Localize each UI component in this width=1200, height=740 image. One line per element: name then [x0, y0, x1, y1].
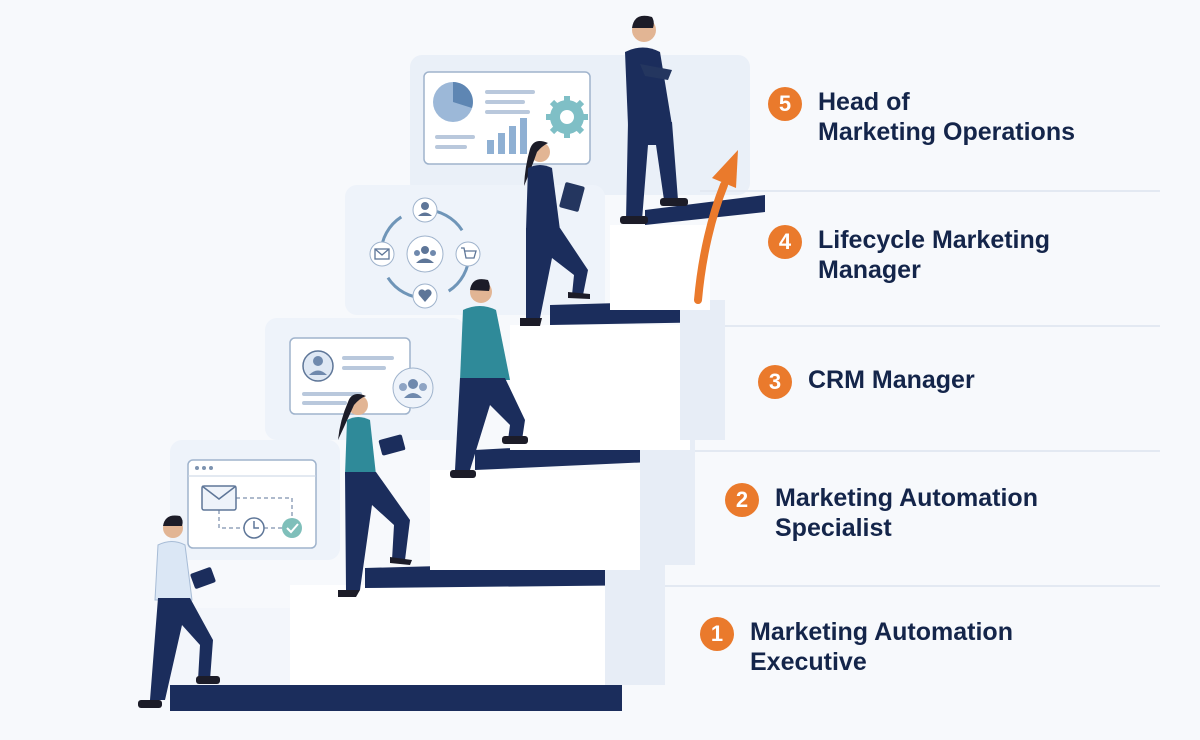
staircase [170, 195, 765, 711]
crm-profile-card [289, 337, 434, 415]
email-icon [201, 485, 237, 511]
lifecycle-cycle-icon [369, 197, 481, 309]
level-3-number-badge: 3 [758, 365, 792, 399]
level-4-title: Lifecycle Marketing Manager [818, 226, 1051, 284]
person-head-of-marketing-operations [620, 15, 688, 224]
level-3-title: CRM Manager [808, 366, 975, 394]
level-5-label: 5 Head of Marketing Operations [768, 87, 1075, 147]
person-marketing-automation-executive [138, 515, 220, 708]
level-5-title: Head of Marketing Operations [818, 88, 1075, 146]
pie-chart-icon [433, 82, 473, 122]
bar-chart-icon [487, 118, 527, 154]
check-icon [282, 518, 302, 538]
level-1-label: 1 Marketing Automation Executive [700, 617, 1013, 677]
team-icon [392, 367, 434, 409]
step-1 [170, 685, 622, 711]
level-2-label: 2 Marketing Automation Specialist [725, 483, 1038, 543]
level-5-number-badge: 5 [768, 87, 802, 121]
person-lifecycle-marketing-manager [520, 141, 590, 326]
user-profile-icon [302, 350, 334, 382]
analytics-dashboard [423, 71, 591, 165]
level-4-number-badge: 4 [768, 225, 802, 259]
level-2-title: Marketing Automation Specialist [775, 484, 1038, 542]
gear-icon [546, 96, 588, 138]
level-bands [620, 190, 1160, 587]
level-1-title: Marketing Automation Executive [750, 618, 1013, 676]
level-3-label: 3 CRM Manager [758, 365, 975, 399]
level-2-number-badge: 2 [725, 483, 759, 517]
person-crm-manager [450, 279, 528, 478]
level-1-number-badge: 1 [700, 617, 734, 651]
shopping-cart-icon [455, 241, 481, 267]
clock-icon [243, 517, 265, 539]
growth-arrow-icon [694, 150, 738, 304]
email-workflow-window [187, 459, 317, 549]
level-4-label: 4 Lifecycle Marketing Manager [768, 225, 1050, 285]
heart-icon [412, 283, 438, 309]
step-5 [645, 195, 765, 225]
person-marketing-automation-specialist [338, 394, 412, 597]
